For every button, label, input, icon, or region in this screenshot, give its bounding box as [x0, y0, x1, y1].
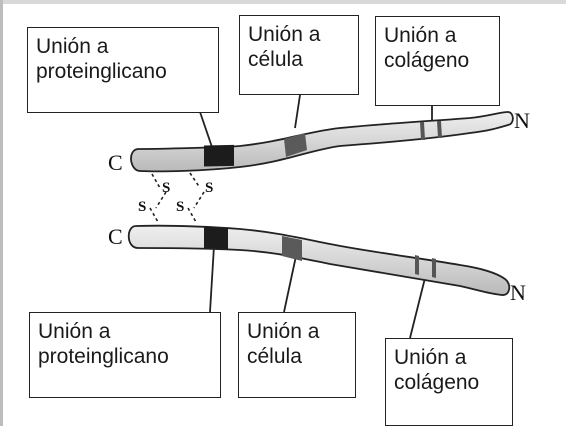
bottom-strand [129, 226, 510, 295]
connector-top-cell [295, 95, 300, 128]
label-line: célula [248, 47, 350, 72]
label-top-proteoglycan-binding: Unión a proteinglicano [27, 27, 219, 113]
bottom-c-terminus: C [108, 224, 123, 250]
bottom-cell-domain [282, 236, 302, 261]
label-top-cell-binding: Unión a célula [239, 15, 359, 95]
label-line: Unión a [247, 319, 347, 344]
label-line: Unión a [38, 319, 212, 344]
bottom-collagen-band-1 [415, 255, 419, 275]
label-top-collagen-binding: Unión a colágeno [375, 16, 500, 106]
label-bottom-collagen-binding: Unión a colágeno [385, 338, 513, 426]
top-c-terminus: C [108, 150, 123, 176]
top-strand-body [131, 112, 513, 171]
label-line: Unión a [394, 345, 504, 370]
top-proteoglycan-domain [204, 145, 234, 167]
bottom-n-terminus: N [510, 280, 526, 306]
label-line: Unión a [248, 22, 350, 47]
bottom-proteoglycan-domain [204, 227, 228, 249]
label-line: proteinglicano [38, 344, 212, 369]
disulfide-s-2: S [205, 180, 213, 197]
disulfide-s-4: S [176, 199, 184, 216]
connector-top-proteoglycan [200, 112, 213, 150]
bottom-collagen-band-2 [432, 258, 436, 278]
label-line: Unión a [384, 23, 491, 48]
disulfide-s-1: S [162, 180, 170, 197]
label-bottom-proteoglycan-binding: Unión a proteinglicano [29, 312, 221, 398]
label-bottom-cell-binding: Unión a célula [238, 312, 356, 398]
top-n-terminus: N [514, 108, 530, 134]
label-line: Unión a [36, 34, 210, 59]
label-line: colágeno [384, 48, 491, 73]
label-line: célula [247, 344, 347, 369]
connector-bottom-proteoglycan [210, 246, 214, 312]
label-line: colágeno [394, 370, 504, 395]
label-line: proteinglicano [36, 59, 210, 84]
top-strand [131, 112, 513, 171]
connector-bottom-cell [284, 256, 296, 312]
bottom-strand-body [129, 226, 510, 295]
disulfide-s-3: S [138, 199, 146, 216]
